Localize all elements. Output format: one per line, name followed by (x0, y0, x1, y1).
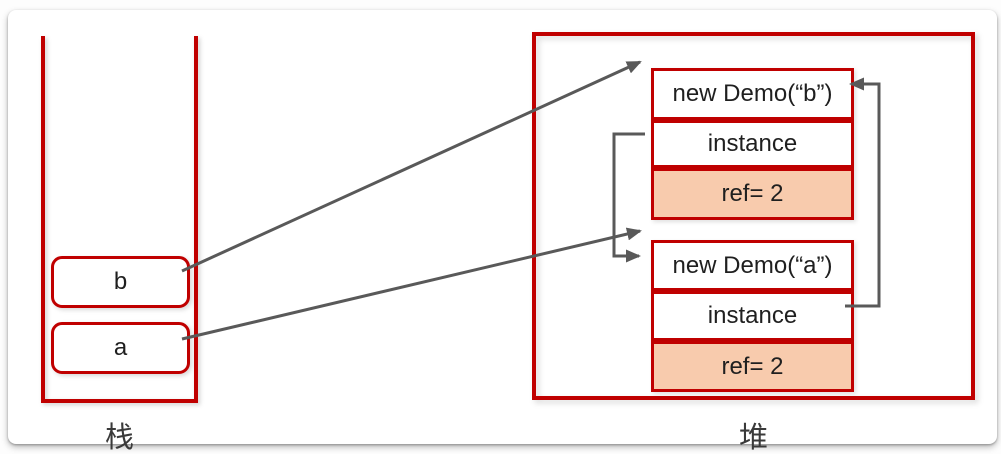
stack-var-a: a (51, 322, 190, 374)
object-b-title-cell: new Demo(“b”) (651, 68, 854, 120)
object-b-instance-cell: instance (651, 120, 854, 168)
slide-card: b a 栈 new Demo(“b”) instance ref= 2 new … (8, 10, 997, 454)
stack-var-b: b (51, 256, 190, 308)
object-a-instance-cell: instance (651, 291, 854, 341)
heap-label: 堆 (738, 422, 768, 454)
object-a-title: new Demo(“a”) (672, 251, 833, 279)
object-a-refcount: ref= 2 (721, 352, 784, 380)
object-b-title: new Demo(“b”) (672, 80, 833, 107)
stack-var-b-label: b (113, 268, 128, 295)
object-b-refcount-cell: ref= 2 (651, 168, 854, 220)
object-b-refcount: ref= 2 (721, 180, 784, 207)
object-b-instance: instance (707, 130, 798, 157)
object-a-title-cell: new Demo(“a”) (651, 240, 854, 291)
stack-var-a-label: a (113, 334, 128, 361)
stack-label: 栈 (104, 422, 134, 454)
object-a-instance: instance (707, 302, 798, 329)
object-a-refcount-cell: ref= 2 (651, 341, 854, 392)
